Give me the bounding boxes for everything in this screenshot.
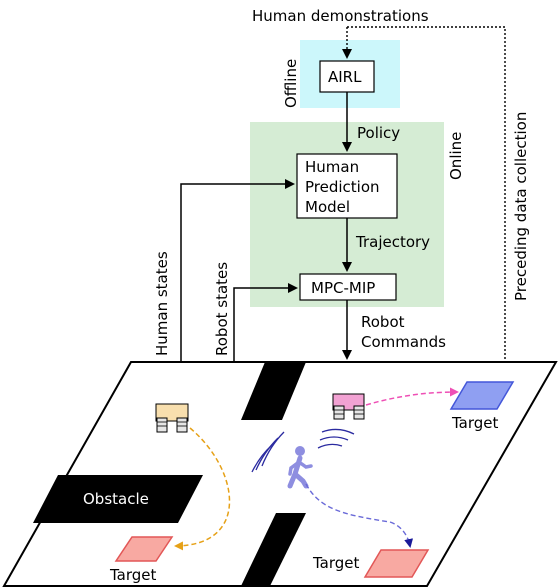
target-red-left: [114, 536, 174, 562]
blue-trajectory: [305, 483, 414, 548]
orange-trajectory: [174, 427, 231, 551]
offline-label: Offline: [282, 59, 300, 108]
target-red-left-label: Target: [109, 566, 157, 584]
target-blue-label: Target: [451, 414, 499, 432]
human-states-arrow: [180, 179, 295, 361]
prediction-model-line-1: Human: [305, 158, 359, 176]
obstacle: [33, 475, 203, 523]
robot-commands-line-2: Commands: [361, 333, 446, 351]
robot-states-label: Robot states: [213, 262, 231, 356]
robot-states-arrow: [233, 283, 298, 361]
prediction-model-line-3: Model: [305, 198, 350, 216]
wall-bottom: [241, 513, 306, 586]
wall-top: [241, 362, 306, 420]
prediction-model-line-2: Prediction: [305, 178, 380, 196]
sensing-waves-left: [251, 431, 285, 473]
policy-label: Policy: [357, 124, 400, 142]
target-red-right: [363, 549, 430, 578]
sensing-waves-right: [317, 428, 355, 449]
mpc-mip-box: [299, 273, 397, 301]
mpc-mip-label: MPC-MIP: [311, 279, 375, 297]
human-states-label: Human states: [153, 251, 171, 356]
airl-label: AIRL: [328, 68, 362, 86]
trajectory-label: Trajectory: [355, 233, 430, 251]
robot-pink: [332, 393, 365, 420]
online-label: Online: [447, 132, 465, 180]
preceding-data-line: [347, 26, 506, 362]
preceding-data-label: Preceding data collection: [512, 112, 530, 301]
pink-trajectory: [365, 387, 459, 406]
robot-tan: [155, 403, 189, 433]
prediction-model-box: [296, 153, 398, 219]
human-demonstrations-label: Human demonstrations: [252, 7, 429, 25]
airl-box: [319, 60, 375, 93]
target-blue: [449, 381, 515, 410]
target-red-right-label: Target: [312, 554, 360, 572]
robot-commands-line-1: Robot: [361, 313, 405, 331]
human-walking-icon: [287, 446, 313, 489]
obstacle-label: Obstacle: [83, 490, 149, 508]
